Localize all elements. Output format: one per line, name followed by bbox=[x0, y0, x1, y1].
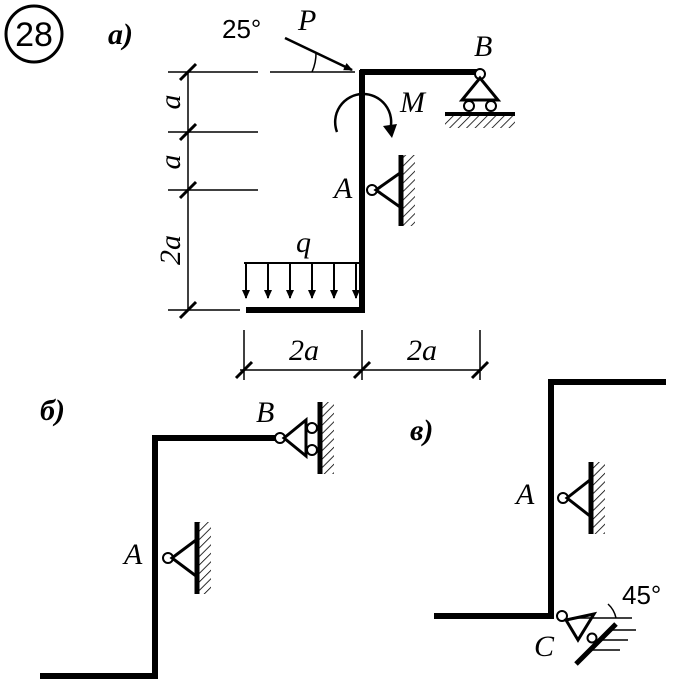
fig-a-moment-arrowhead bbox=[383, 124, 397, 138]
fig-a-vdim-tick bbox=[178, 180, 198, 200]
fig-a-support-a bbox=[366, 155, 415, 226]
fig-c-c-pin bbox=[556, 610, 568, 622]
fig-a-load-label: q bbox=[296, 226, 311, 259]
figure-c: в) A C 45° bbox=[410, 379, 666, 666]
figure-b: б) B A bbox=[40, 394, 334, 679]
fig-a-vdim-tick bbox=[178, 122, 198, 142]
fig-a-dim-h1: 2a bbox=[289, 334, 319, 367]
fig-a-dim-v1: a bbox=[154, 95, 187, 110]
fig-b-b-roller-bottom bbox=[306, 444, 318, 456]
fig-b-b-triangle bbox=[281, 416, 308, 460]
fig-c-support-a bbox=[557, 462, 605, 534]
fig-a-vdim-tick bbox=[178, 300, 198, 320]
fig-a-dim-h2: 2a bbox=[407, 334, 437, 367]
fig-a-moment-label: M bbox=[399, 86, 427, 119]
figure-a: а) 25° P M B A bbox=[108, 4, 515, 380]
fig-b-support-b-label: B bbox=[256, 396, 274, 429]
fig-a-dim-v2: a bbox=[154, 155, 187, 170]
fig-a-force-p-arrow bbox=[284, 36, 353, 72]
fig-b-title: б) bbox=[40, 394, 65, 427]
fig-b-a-triangle bbox=[169, 537, 198, 579]
fig-a-title: а) bbox=[108, 18, 133, 51]
fig-c-title: в) bbox=[410, 414, 433, 447]
fig-a-angle-arc bbox=[311, 51, 317, 73]
fig-a-hdim-tick bbox=[352, 360, 372, 380]
fig-a-horizontal-dimension bbox=[234, 330, 490, 380]
problem-number: 28 bbox=[15, 16, 53, 54]
fig-a-a-triangle bbox=[373, 170, 402, 210]
fig-a-vdim-tick bbox=[178, 62, 198, 82]
fig-c-c-triangle bbox=[563, 611, 598, 643]
fig-a-b-triangle bbox=[458, 75, 502, 102]
fig-c-c-incline bbox=[574, 622, 618, 666]
fig-c-frame bbox=[434, 379, 666, 619]
fig-b-support-a bbox=[162, 522, 211, 594]
fig-c-angle-arc bbox=[607, 603, 617, 619]
fig-b-b-roller-top bbox=[306, 422, 318, 434]
badge-circle bbox=[4, 4, 64, 64]
fig-c-support-a-label: A bbox=[514, 478, 535, 511]
fig-b-frame bbox=[40, 435, 276, 679]
fig-a-b-roller-left bbox=[463, 100, 475, 112]
fig-a-a-hatch bbox=[403, 155, 415, 226]
fig-a-hdim-tick bbox=[470, 360, 490, 380]
fig-a-b-roller-right bbox=[485, 100, 497, 112]
fig-a-distributed-load bbox=[242, 262, 362, 299]
fig-a-b-hatch bbox=[445, 116, 515, 128]
fig-a-dim-v3: 2a bbox=[154, 235, 187, 265]
fig-c-angle-label: 45° bbox=[622, 580, 661, 610]
fig-b-b-hatch bbox=[322, 402, 334, 474]
fig-a-support-a-label: A bbox=[332, 172, 353, 205]
fig-a-hdim-tick bbox=[234, 360, 254, 380]
fig-b-support-a-label: A bbox=[122, 538, 143, 571]
fig-c-support-c-label: C bbox=[534, 630, 555, 663]
fig-b-support-b bbox=[274, 402, 334, 474]
fig-c-a-triangle bbox=[564, 476, 592, 520]
problem-number-badge: 28 bbox=[4, 4, 64, 64]
fig-a-moment-arc bbox=[333, 92, 393, 133]
fig-c-c-roller bbox=[586, 632, 598, 644]
fig-a-vertical-dimension bbox=[168, 62, 258, 320]
fig-b-a-hatch bbox=[199, 522, 211, 594]
fig-c-a-hatch bbox=[593, 462, 605, 534]
fig-a-force-p-label: P bbox=[297, 4, 316, 37]
fig-a-support-b bbox=[445, 68, 515, 128]
fig-a-angle-label: 25° bbox=[222, 14, 261, 44]
fig-c-support-c bbox=[556, 603, 636, 666]
fig-a-support-b-label: B bbox=[474, 30, 492, 63]
